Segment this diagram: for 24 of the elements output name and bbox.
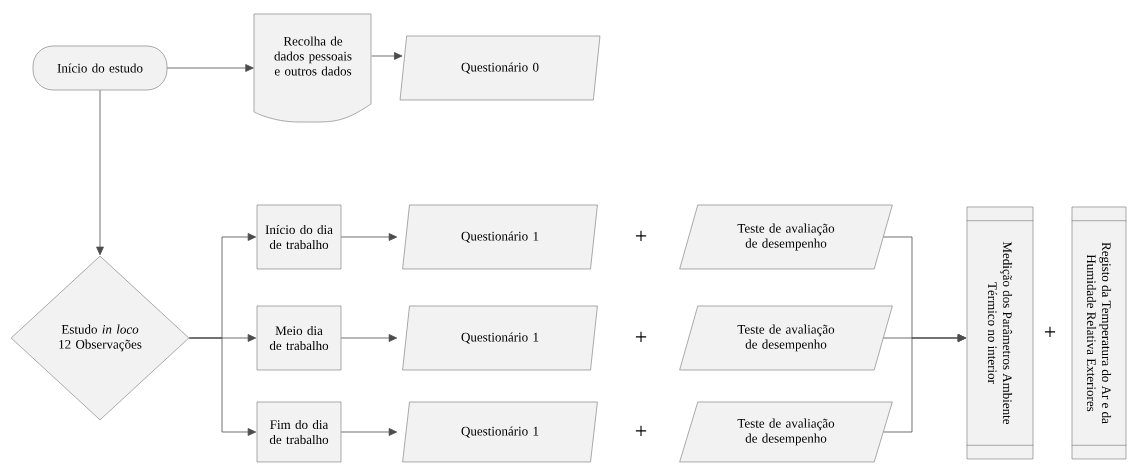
arrow [340, 233, 398, 241]
arrow [96, 89, 104, 256]
data-parallelogram: Teste de avaliação de desempenho [679, 401, 893, 463]
process-box: Fim do dia de trabalho [256, 401, 342, 463]
arrow [188, 337, 257, 436]
process-box: Início do dia de trabalho [256, 204, 342, 270]
plus-sign: + [635, 331, 647, 342]
data-parallelogram: Teste de avaliação de desempenho [679, 305, 893, 371]
data-parallelogram: Teste de avaliação de desempenho [679, 204, 893, 270]
data-parallelogram: Questionário 1 [402, 401, 598, 463]
arrow [883, 334, 967, 433]
data-parallelogram: Questionário 1 [402, 204, 598, 270]
plus-sign: + [1044, 326, 1056, 337]
arrow [371, 52, 403, 60]
data-parallelogram: Questionário 0 [399, 35, 601, 101]
data-parallelogram: Questionário 1 [402, 305, 598, 371]
vertical-process-box: Medição dos Parâmetros Ambiente Térmico no interior [966, 206, 1034, 460]
arrow [340, 334, 398, 342]
arrow [340, 428, 398, 436]
plus-sign: + [635, 425, 647, 436]
plus-sign: + [635, 230, 647, 241]
arrow [166, 64, 254, 72]
process-box: Meio dia de trabalho [256, 305, 342, 371]
vertical-process-box: Registo da Temperatura do Ar e da Humidade Relativa Exteriores [1071, 206, 1127, 460]
